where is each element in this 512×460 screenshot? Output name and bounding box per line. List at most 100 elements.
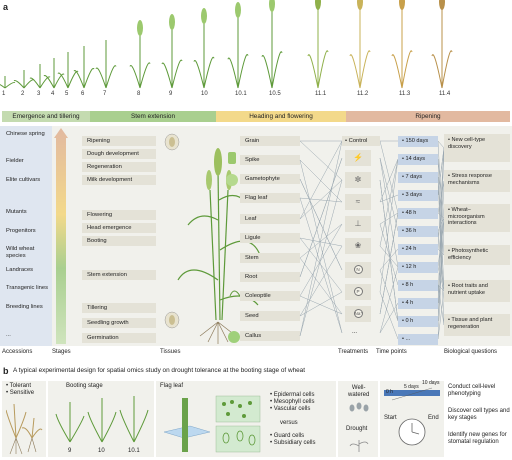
time-point: • 36 h xyxy=(398,226,438,237)
growth-plant xyxy=(161,14,183,89)
phosphorus-badge: P xyxy=(353,287,363,297)
connector-line xyxy=(299,179,343,337)
accession-item: Elite cultivars xyxy=(6,177,41,183)
leaf-icon: ❀ xyxy=(354,241,362,250)
nitrogen-badge: N xyxy=(353,265,363,275)
accession-item: Transgenic lines xyxy=(6,285,48,291)
thermometer-icon: ⊥ xyxy=(354,219,362,228)
drought-label: Drought xyxy=(346,426,368,432)
connector-line xyxy=(437,290,445,340)
connector-line xyxy=(437,217,445,268)
col-label-bio-questions: Biological questions xyxy=(444,349,498,355)
growth-plant xyxy=(0,76,16,89)
connector-line xyxy=(379,140,399,214)
stage-number: 10 xyxy=(201,91,208,97)
tissue-box: Spike xyxy=(240,155,300,165)
cell-type: • Subsidiary cells xyxy=(270,440,316,446)
connector-line xyxy=(379,245,399,268)
connector-line xyxy=(299,237,343,247)
connector-line xyxy=(379,266,399,334)
accessions-column xyxy=(0,126,52,346)
stage-box: Dough development xyxy=(82,149,156,159)
connector-line xyxy=(379,158,399,203)
timeline-10days: 10 days xyxy=(422,380,440,386)
tissue-box: Callus xyxy=(240,331,300,341)
connector-line xyxy=(437,180,445,322)
connector-line xyxy=(299,223,343,297)
stage-number: 11.4 xyxy=(439,91,451,97)
accession-item: Mutants xyxy=(6,209,27,215)
connector-line xyxy=(299,159,343,203)
time-point: • 14 days xyxy=(398,154,438,165)
connector-line xyxy=(299,178,343,271)
stage-number: 7 xyxy=(103,91,107,97)
time-point: • 3 days xyxy=(398,190,438,201)
timeline-end: End xyxy=(428,415,439,421)
connector-line xyxy=(299,197,343,203)
stage-number: 4 xyxy=(51,91,55,97)
stage-number: 2 xyxy=(21,91,25,97)
time-point: • 8 h xyxy=(398,280,438,291)
time-point: • 24 h xyxy=(398,244,438,255)
connector-line xyxy=(437,147,445,304)
connector-line xyxy=(299,257,343,315)
col-label-accessions: Accessions xyxy=(2,349,33,355)
booting-stage-label: Booting stage xyxy=(66,383,103,389)
accession-item: Progenitors xyxy=(6,228,36,234)
panel-a-letter: a xyxy=(3,2,9,12)
connector-line xyxy=(299,237,343,293)
connector-line xyxy=(379,248,399,271)
growth-plant xyxy=(193,8,215,89)
col-label-time-points: Time points xyxy=(376,349,407,355)
phase-ripening: Ripening xyxy=(346,111,510,122)
col-label-stages: Stages xyxy=(52,349,71,355)
stage-number: 10.5 xyxy=(269,91,281,97)
time-point: • 12 h xyxy=(398,262,438,273)
panel-b-letter: b xyxy=(3,366,9,376)
stage-number: 1 xyxy=(2,91,6,97)
connector-line xyxy=(299,179,343,220)
connector-line xyxy=(299,197,343,334)
cell-type: • Vascular cells xyxy=(270,406,311,412)
connector-line xyxy=(379,158,399,247)
phase-label: Heading and flowering xyxy=(249,113,313,120)
phase-stem-extension: Stem extension xyxy=(90,111,216,122)
connector-line xyxy=(299,140,343,181)
growth-stages-illustration xyxy=(0,0,453,89)
tissue-box: Gametophyte xyxy=(240,174,300,184)
lightning-icon: ⚡ xyxy=(353,153,363,162)
growth-plant xyxy=(261,0,283,89)
tissue-box: Seed xyxy=(240,311,300,321)
connector-line xyxy=(299,291,343,317)
growth-plant xyxy=(29,64,51,89)
tissue-box: Flag leaf xyxy=(240,193,300,203)
b-booting-panel xyxy=(48,381,154,457)
connector-line xyxy=(299,295,343,315)
time-point: • 0 h xyxy=(398,316,438,327)
tolerant-sensitive-plants xyxy=(6,403,43,455)
b-treatment-panel xyxy=(338,381,378,457)
treatment-box: ✼ xyxy=(345,172,371,188)
tissue-box: Coleoptile xyxy=(240,291,300,301)
time-point: • 7 days xyxy=(398,172,438,183)
growth-plant xyxy=(95,40,117,89)
bio-question: • Root traits and nutrient uptake xyxy=(444,280,510,302)
treatment-box: ≈ xyxy=(345,194,371,210)
connector-line xyxy=(437,212,445,219)
treatment-box: P xyxy=(345,284,371,300)
booting-number: 9 xyxy=(68,448,72,454)
water-drops-icon xyxy=(349,402,369,412)
tissue-box: Leaf xyxy=(240,214,300,224)
stage-number: 8 xyxy=(137,91,141,97)
treatment-box: ⚡ xyxy=(345,150,371,166)
bio-question: • Tissue and plant regeneration xyxy=(444,314,510,336)
bio-question: • Stress response mechanisms xyxy=(444,170,510,192)
connector-line xyxy=(437,140,445,149)
booting-number: 10.1 xyxy=(128,448,140,454)
bio-question: • New cell-type discovery xyxy=(444,134,510,162)
treatment-box: Na⁺ xyxy=(345,306,371,322)
col-label-tissues: Tissues xyxy=(160,349,181,355)
timeline-0h: 0 h xyxy=(386,389,393,395)
phase-label: Stem extension xyxy=(130,113,176,120)
